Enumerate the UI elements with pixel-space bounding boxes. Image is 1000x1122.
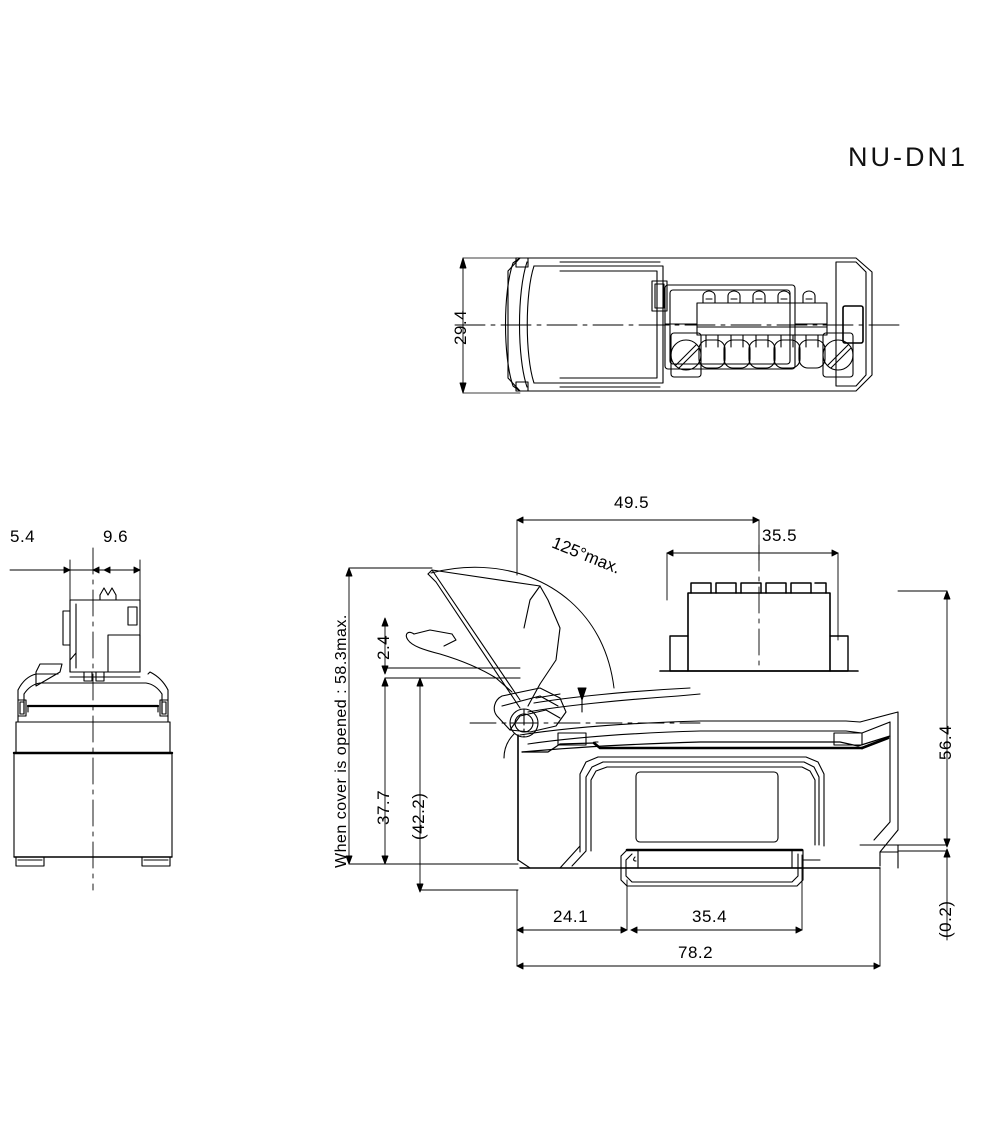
dim-label-37_7: 37.7 xyxy=(374,789,393,825)
dim-35_4 xyxy=(630,854,803,934)
dim-label-29_4: 29.4 xyxy=(451,309,470,345)
dim-0_2 xyxy=(897,848,951,941)
dim-24_1 xyxy=(516,879,628,934)
dim-78_2 xyxy=(516,867,881,970)
dim-37_7 xyxy=(381,677,521,865)
note-cover-opened: When cover is opened : 58.3max. xyxy=(333,614,350,868)
dim-label-9_6: 9.6 xyxy=(103,527,129,546)
dim-label-49_5: 49.5 xyxy=(614,493,650,512)
dim-56_4 xyxy=(859,590,951,848)
cover-open-phantom xyxy=(405,566,701,759)
dim-label-0_2: (0.2) xyxy=(936,900,955,938)
dim-label-35_4: 35.4 xyxy=(692,907,728,926)
dim-58_3max xyxy=(345,567,519,865)
dim-35_5 xyxy=(666,549,839,641)
dim-label-35_5: 35.5 xyxy=(762,526,798,545)
dim-label-2_4: 2.4 xyxy=(374,634,393,660)
dim-5_4-9_6 xyxy=(9,559,141,601)
dim-label-78_2: 78.2 xyxy=(678,943,714,962)
dim-label-24_1: 24.1 xyxy=(553,907,589,926)
side-view-geometry xyxy=(517,582,899,887)
dim-label-56_4: 56.4 xyxy=(936,724,955,760)
top-view-geometry xyxy=(504,257,873,392)
dim-label-5_4: 5.4 xyxy=(10,527,36,546)
dim-49_5 xyxy=(516,516,760,576)
page-title: NU-DN1 xyxy=(848,142,969,172)
side-view-centerlines xyxy=(469,544,760,724)
terminal-screw-right xyxy=(822,332,854,378)
dim-label-42_2: (42.2) xyxy=(409,792,428,840)
dim-29_4 xyxy=(459,257,521,394)
terminal-screw-left xyxy=(670,332,702,378)
dim-42_2 xyxy=(416,677,521,893)
dim-2_4 xyxy=(381,617,521,675)
